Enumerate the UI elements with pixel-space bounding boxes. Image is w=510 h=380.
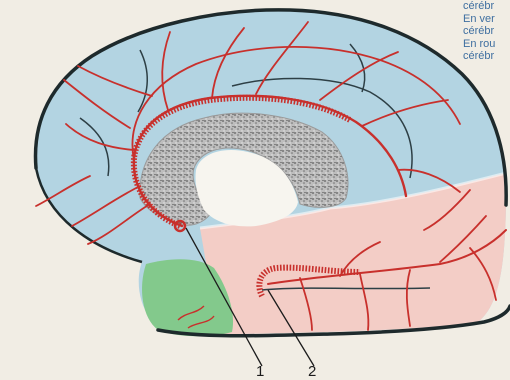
callout-2: 2 bbox=[308, 364, 316, 380]
callout-1: 1 bbox=[256, 364, 264, 380]
